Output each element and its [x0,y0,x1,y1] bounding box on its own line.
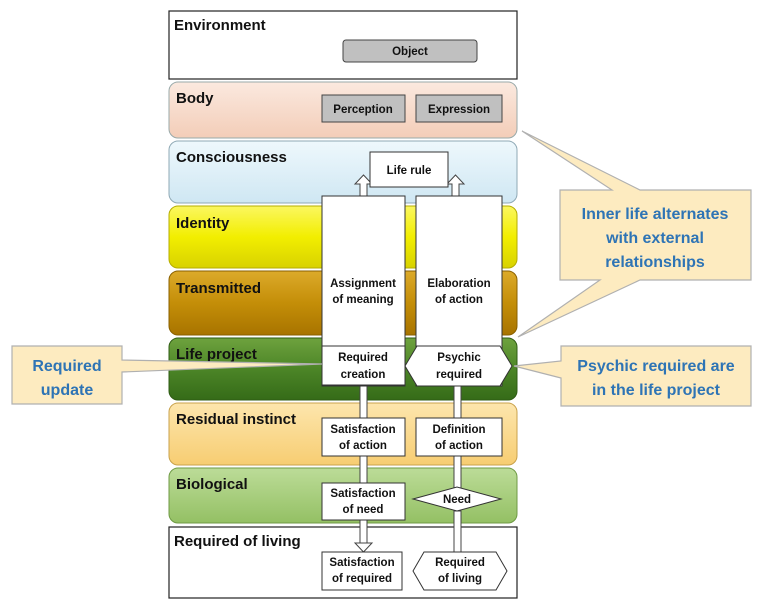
expression-label: Expression [428,104,490,116]
required-living-line-2: of living [438,573,482,585]
layer-biological-title: Biological [176,476,248,493]
flow-connectors [353,174,466,553]
layer-consciousness-title: Consciousness [176,149,287,166]
satisfaction-need-line-2: of need [343,504,384,516]
callout-inner-life: Inner life alternates with external rela… [517,130,752,338]
satisfaction-of-need-box: Satisfaction of need [321,482,406,521]
inner-life-line-2: with external [605,230,704,247]
definition-of-action-box: Definition of action [415,417,503,457]
perception-box: Perception [321,94,406,123]
need-label: Need [443,494,471,506]
definition-action-line-2: of action [435,440,483,452]
required-update-line-2: update [41,382,94,399]
object-label: Object [392,46,428,58]
satisfaction-action-line-1: Satisfaction [330,424,395,436]
psychic-required-line-2: required [436,369,482,381]
satisfaction-action-line-2: of action [339,440,387,452]
satisfaction-of-required-box: Satisfaction of required [321,551,403,591]
object-box: Object [342,39,478,63]
expression-box: Expression [415,94,503,123]
elaboration-line-1: Elaboration [427,278,490,290]
perception-label: Perception [333,104,392,116]
layer-consciousness: Consciousness [168,140,518,204]
required-creation-line-1: Required [338,352,388,364]
inner-life-line-3: relationships [605,254,705,271]
assignment-line-1: Assignment [330,278,396,290]
life-rule-box: Life rule [369,151,449,188]
satisfaction-required-line-2: of required [332,573,392,585]
psychic-in-project-line-1: Psychic required are [577,358,735,375]
psychic-required-box: Psychic required [404,345,513,387]
required-of-living-box: Required of living [412,551,508,591]
satisfaction-need-line-1: Satisfaction [330,488,395,500]
callout-required-update: Required update [11,345,323,405]
life-rule-label: Life rule [387,165,432,177]
layer-required-of-living-title: Required of living [174,533,301,550]
required-update-line-1: Required [32,358,101,375]
layer-life-project-title: Life project [176,346,257,363]
layer-identity-title: Identity [176,215,230,232]
layer-transmitted-title: Transmitted [176,280,261,297]
layer-environment-title: Environment [174,17,266,34]
psychic-in-project-line-2: in the life project [592,382,721,399]
required-creation-box: Required creation [321,345,406,386]
elaboration-line-2: of action [435,294,483,306]
psychic-required-line-1: Psychic [437,352,481,364]
callout-psychic-in-project: Psychic required are in the life project [513,345,752,407]
required-creation-line-2: creation [341,369,386,381]
satisfaction-of-action-box: Satisfaction of action [321,417,406,457]
definition-action-line-1: Definition [432,424,485,436]
required-living-line-1: Required [435,557,485,569]
satisfaction-required-line-1: Satisfaction [329,557,394,569]
layer-body-title: Body [176,90,214,107]
inner-life-line-1: Inner life alternates [582,206,729,223]
assignment-line-2: of meaning [332,294,393,306]
layer-residual-instinct-title: Residual instinct [176,411,296,428]
need-box: Need [411,486,503,512]
